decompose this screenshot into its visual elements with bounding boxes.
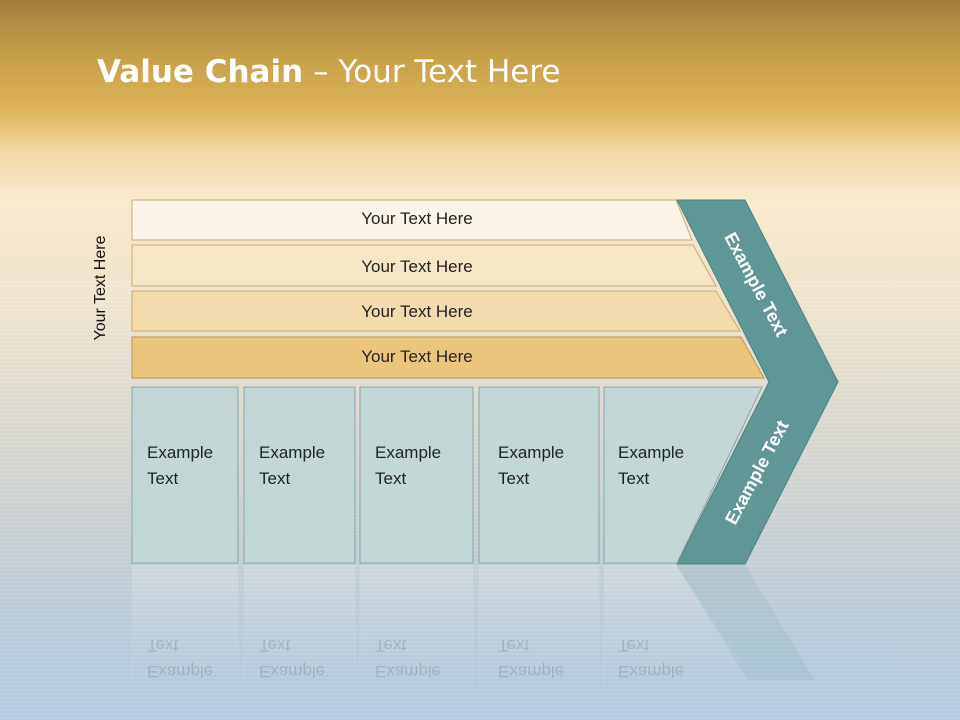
box-1-line1: Example: [147, 443, 214, 462]
band-3: [131, 290, 741, 332]
box-2-line1: Example: [259, 443, 326, 462]
box-3-line1: Example: [375, 443, 442, 462]
band-1-text: Your Text Here: [361, 209, 473, 228]
diagram-reflection: [131, 564, 815, 691]
box-5-line2: Text: [618, 469, 650, 488]
box-4-line1: Example: [498, 443, 565, 462]
band-3-text: Your Text Here: [361, 302, 473, 321]
band-2-text: Your Text Here: [361, 257, 473, 276]
box-2: [243, 386, 356, 564]
band-2: [131, 244, 717, 287]
slide-title: Value Chain – Your Text Here: [97, 54, 560, 90]
box-4-line2: Text: [498, 469, 530, 488]
box-4: [478, 386, 600, 564]
title-bold: Value Chain: [97, 54, 304, 90]
band-1: [131, 199, 693, 241]
box-1: [131, 386, 239, 564]
chevron-arrow: [676, 199, 839, 565]
box-3-line2: Text: [375, 469, 407, 488]
box-5-line1: Example: [618, 443, 685, 462]
box-3: [359, 386, 474, 564]
title-rest: – Your Text Here: [303, 54, 561, 90]
box-2-line2: Text: [259, 469, 291, 488]
box-1-line2: Text: [147, 469, 179, 488]
box-5: [603, 386, 763, 564]
band-4-text: Your Text Here: [361, 347, 473, 366]
band-4: [131, 336, 765, 379]
